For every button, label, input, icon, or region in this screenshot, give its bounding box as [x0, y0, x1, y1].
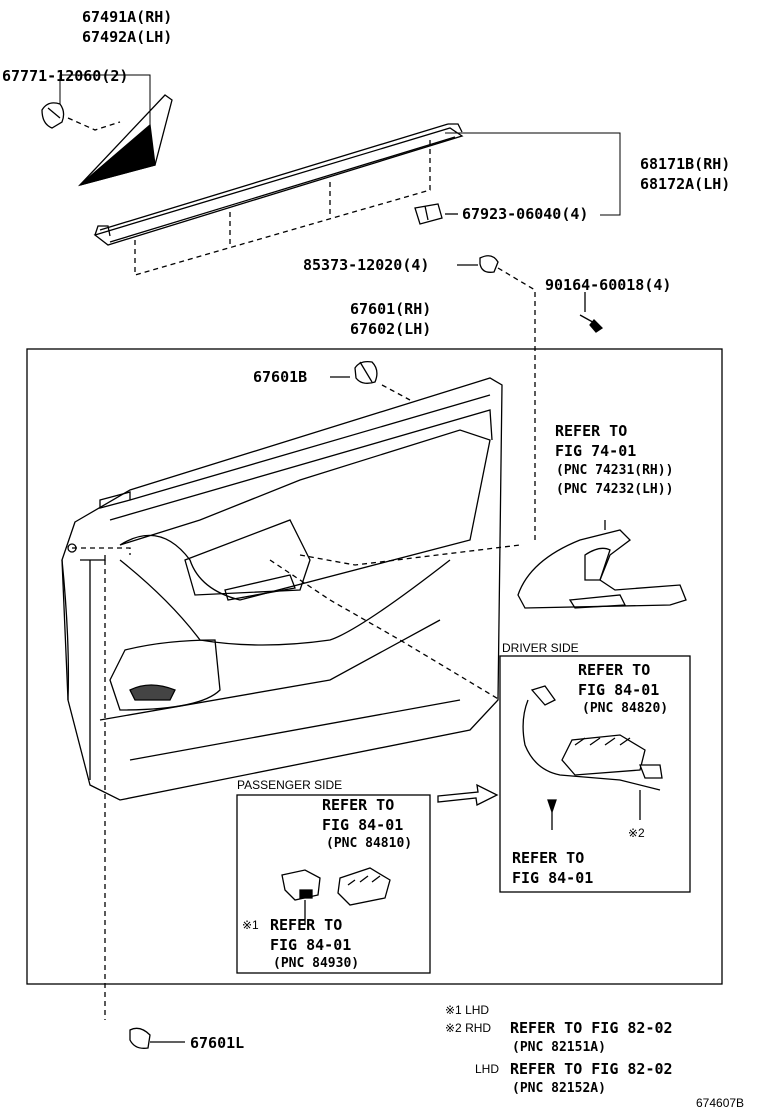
passenger-side-title: PASSENGER SIDE [237, 778, 343, 792]
leader-panel-switch [299, 544, 521, 566]
clip-67771 [41, 102, 121, 131]
legend3-pnc: (PNC 82152A) [512, 1081, 606, 1096]
legend2-mark: ※2 RHD [445, 1021, 492, 1035]
clip-67601l [129, 1027, 185, 1049]
passenger-switches [281, 867, 391, 925]
drv-ref1-l2: FIG 84-01 [578, 681, 660, 699]
main-frame [26, 348, 723, 985]
label-68171b: 68171B(RH) [640, 155, 731, 173]
leader-panel-driver [269, 559, 501, 701]
driver-side-title: DRIVER SIDE [502, 641, 579, 655]
drv-ref2-l2: FIG 84-01 [512, 869, 594, 887]
clip-85373 [479, 255, 536, 540]
pas-ref1-l1: REFER TO [322, 796, 395, 814]
legend2-pnc: (PNC 82151A) [512, 1040, 606, 1055]
pas-ref1-l3: (PNC 84810) [326, 836, 413, 851]
label-90164: 90164-60018(4) [545, 276, 672, 294]
switch-bezel [517, 520, 687, 609]
drv-ref1-l1: REFER TO [578, 661, 651, 679]
legend2-text: REFER TO FIG 82-02 [510, 1019, 673, 1037]
pas-note1: ※1 [242, 918, 259, 932]
label-67601l: 67601L [190, 1034, 245, 1052]
diagram-id: 674607B [696, 1096, 745, 1110]
label-67601rh: 67601(RH) [350, 300, 432, 318]
clip-67601b [354, 360, 411, 401]
label-67602lh: 67602(LH) [350, 320, 432, 338]
passenger-box [236, 794, 431, 974]
label-85373: 85373-12020(4) [303, 256, 430, 274]
drv-ref1-l3: (PNC 84820) [582, 701, 669, 716]
legend1: ※1 LHD [445, 1003, 490, 1017]
pas-ref2-l1: REFER TO [270, 916, 343, 934]
screw-90164 [579, 314, 604, 333]
drv-ref2-l1: REFER TO [512, 849, 585, 867]
ref-fig7401-l3: (PNC 74231(RH)) [556, 463, 674, 478]
door-panel [61, 377, 503, 1020]
driver-harness [522, 685, 663, 830]
weatherstrip-bar [93, 123, 621, 276]
ref-fig7401-l4: (PNC 74232(LH)) [556, 482, 674, 497]
drv-note2: ※2 [628, 826, 645, 840]
pas-ref1-l2: FIG 84-01 [322, 816, 404, 834]
pas-ref2-l2: FIG 84-01 [270, 936, 352, 954]
ref-fig7401-l1: REFER TO [555, 422, 628, 440]
label-68172a: 68172A(LH) [640, 175, 731, 193]
label-67492a: 67492A(LH) [82, 28, 173, 46]
label-67491a: 67491A(RH) [82, 8, 173, 26]
legend3-mark: LHD [475, 1062, 500, 1076]
clip-67923 [414, 203, 443, 225]
label-67601b: 67601B [253, 368, 308, 386]
ref-fig7401-l2: FIG 74-01 [555, 442, 637, 460]
legend3-text: REFER TO FIG 82-02 [510, 1060, 673, 1078]
pas-ref2-l3: (PNC 84930) [273, 956, 360, 971]
direction-arrow [437, 783, 499, 806]
driver-box [499, 655, 691, 893]
triangle-trim [59, 74, 173, 187]
label-67771: 67771-12060(2) [2, 67, 129, 85]
label-67923: 67923-06040(4) [462, 205, 589, 223]
